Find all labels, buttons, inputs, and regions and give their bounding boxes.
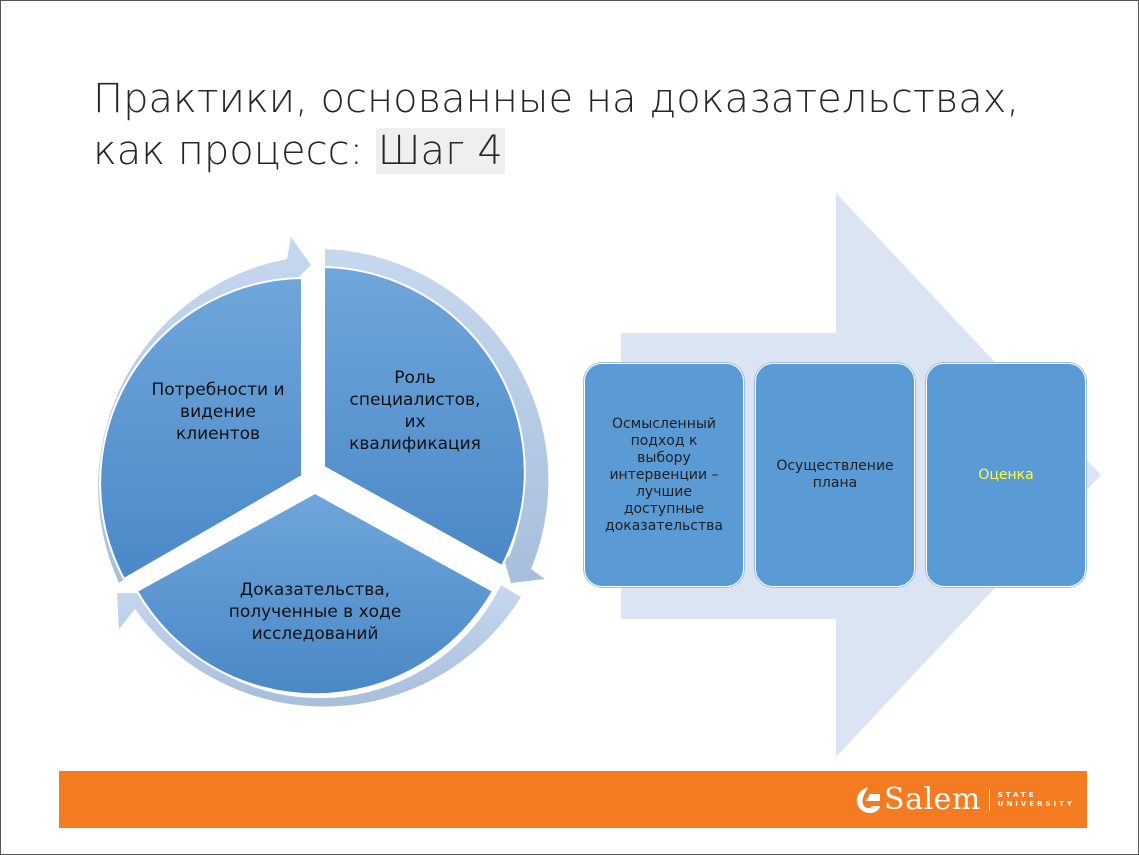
step-box-intervention: Осмысленный подход к выбору интервенции …	[584, 363, 744, 587]
segment-specialists	[323, 265, 526, 568]
ring-arrow-right	[325, 249, 549, 583]
step-line: Оценка	[978, 466, 1034, 483]
step-text: Оценка	[978, 467, 1033, 484]
logo-name: Salem	[884, 782, 981, 817]
label-line: Роль	[394, 368, 436, 388]
ring-arrow-bottom	[117, 585, 521, 707]
segment-label-specialists: Роль специалистов, их квалификация	[333, 367, 497, 455]
title-step-highlight: Шаг 4	[375, 128, 505, 174]
salem-flame-icon	[856, 787, 881, 813]
step-line: лучшие	[635, 483, 693, 500]
logo-sub-university: UNIVERSITY	[997, 800, 1075, 808]
label-line: полученные в ходе	[228, 602, 402, 622]
logo-sub-state: STATE	[997, 791, 1037, 799]
logo-subtitle: STATE UNIVERSITY	[998, 791, 1075, 809]
label-line: квалификация	[349, 434, 481, 454]
segment-evidence	[135, 491, 495, 696]
label-line: их	[404, 412, 426, 432]
step-line: Осуществление	[776, 458, 894, 474]
step-line: доказательства	[605, 517, 723, 534]
title-line-1: Практики, основанные на доказательствах,	[93, 76, 1020, 122]
step-text: Осмысленный подход к выбору интервенции …	[605, 416, 723, 535]
step-line: интервенции –	[609, 466, 719, 483]
logo-divider	[988, 789, 990, 811]
salem-state-logo: Salem STATE UNIVERSITY	[852, 783, 1075, 817]
segment-client-needs	[99, 276, 303, 581]
label-line: Доказательства,	[239, 580, 391, 600]
slide-title: Практики, основанные на доказательствах,…	[93, 73, 1103, 177]
label-line: исследований	[251, 624, 379, 644]
step-line: подход к	[630, 432, 698, 449]
cycle-segments	[99, 265, 526, 696]
step-line: выбору	[637, 449, 691, 466]
step-text: Осуществление плана	[776, 458, 893, 492]
step-line: Осмысленный	[611, 415, 717, 432]
footer-bar: Salem STATE UNIVERSITY	[59, 771, 1087, 828]
label-line: Потребности и	[151, 380, 285, 400]
step-line: доступные	[623, 500, 705, 517]
step-box-evaluation: Оценка	[926, 363, 1086, 587]
segment-label-evidence: Доказательства, полученные в ходе исслед…	[205, 579, 425, 645]
label-line: клиентов	[175, 424, 261, 444]
title-line-2-colon: :	[349, 128, 364, 174]
label-line: специалистов,	[349, 390, 481, 410]
label-line: видение	[180, 402, 256, 422]
segment-label-client-needs: Потребности и видение клиентов	[133, 379, 303, 445]
title-line-2-prefix: как процесс	[93, 128, 350, 174]
step-box-implementation: Осуществление плана	[755, 363, 915, 587]
step-line: плана	[812, 475, 858, 491]
